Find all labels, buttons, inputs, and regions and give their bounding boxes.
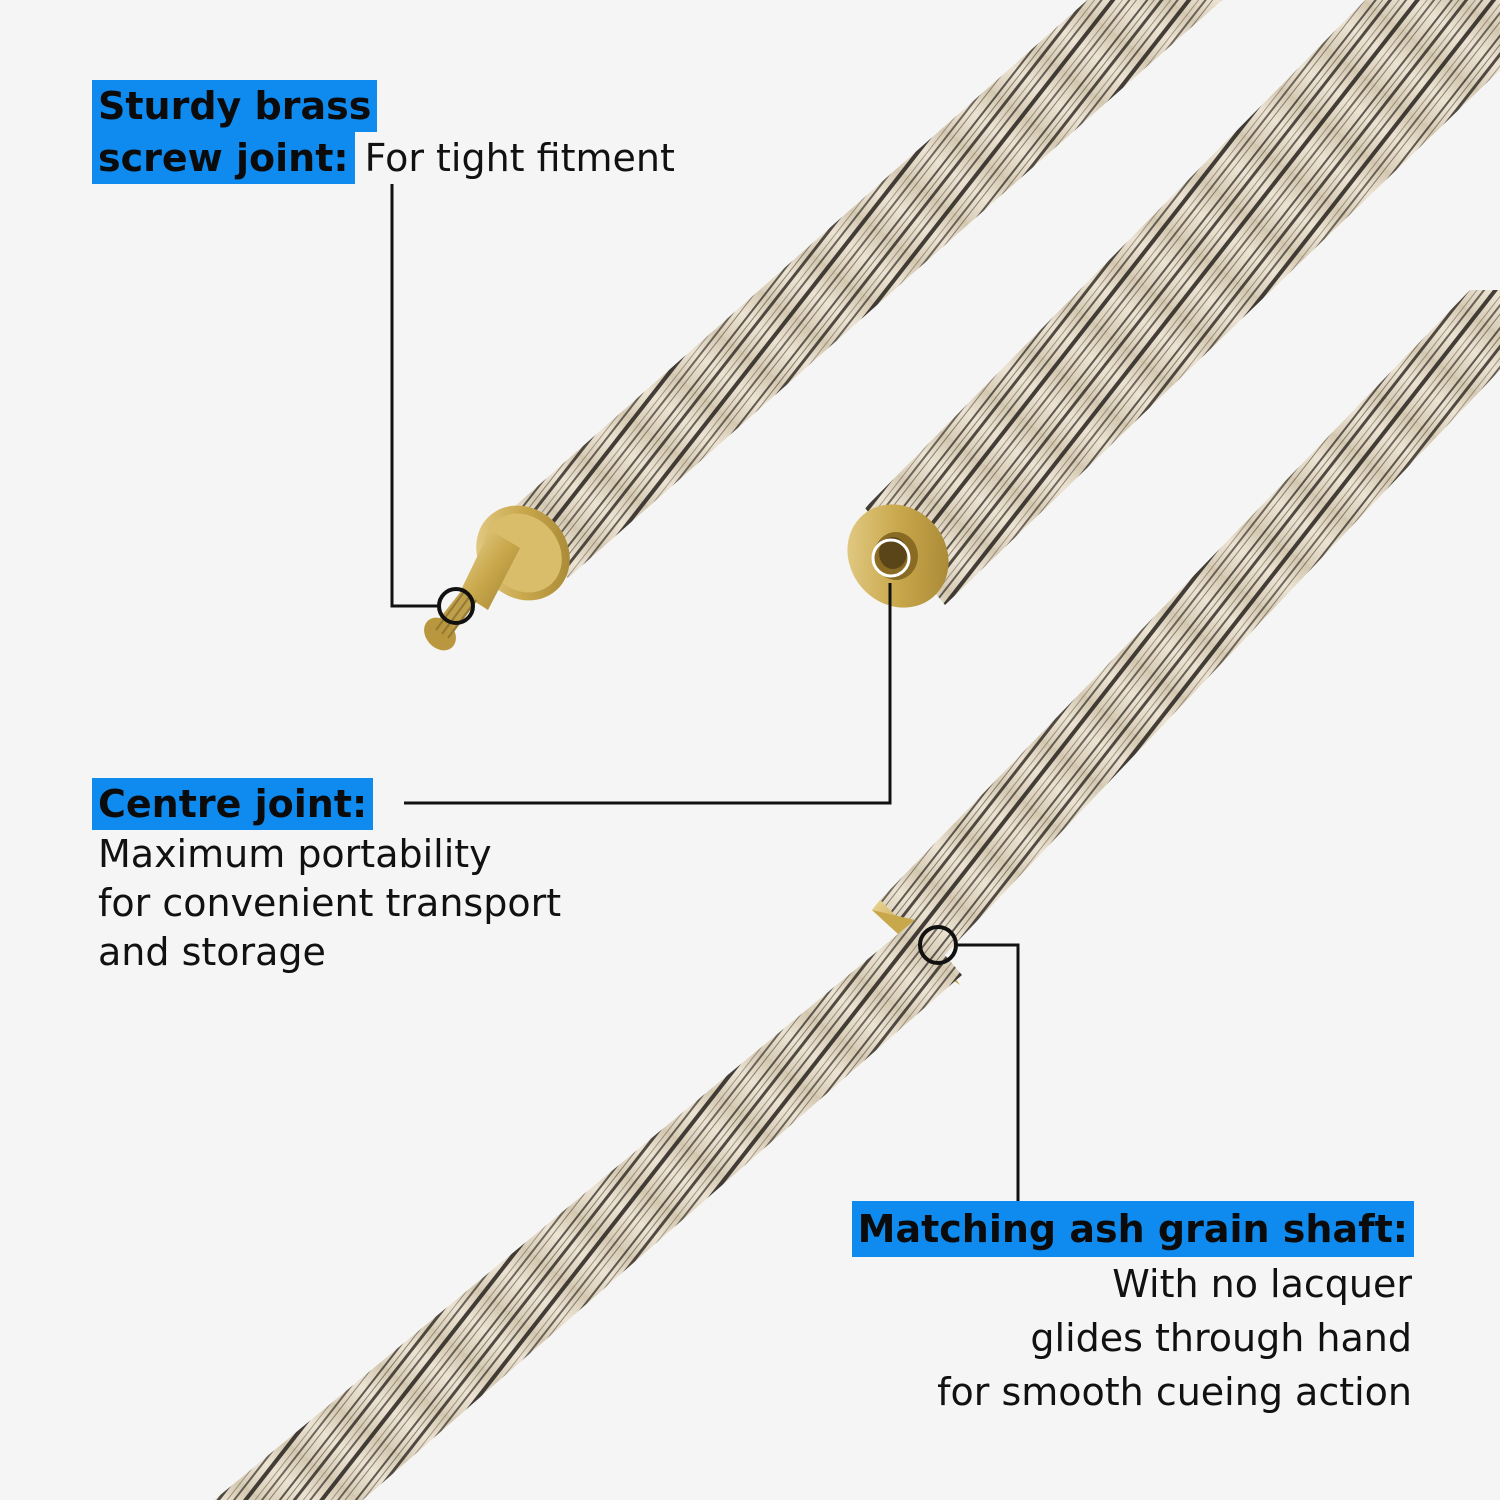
screw-joint-heading-line2: screw joint: — [92, 132, 355, 184]
callout-screw-joint: Sturdy brass screw joint:For tight fitme… — [92, 80, 675, 184]
leader-line-shaft — [918, 925, 1020, 1201]
socket-marker — [871, 538, 911, 578]
shaft-description-line2: glides through hand — [1030, 1316, 1412, 1360]
callout-centre-joint: Centre joint: Maximum portability for co… — [92, 778, 658, 977]
shaft-heading: Matching ash grain shaft: — [851, 1201, 1414, 1257]
screw-joint-heading-line1: Sturdy brass — [92, 80, 378, 132]
centre-joint-heading: Centre joint: — [92, 778, 374, 830]
butt-section-with-screw — [424, 0, 1223, 651]
screw-joint-description: For tight fitment — [364, 136, 675, 180]
leader-line-centre — [404, 583, 892, 805]
middle-section-with-socket — [847, 0, 1500, 608]
shaft-description-line1: With no lacquer — [1112, 1262, 1412, 1306]
centre-joint-description-line1: Maximum portability — [98, 832, 492, 876]
leader-line-screw — [390, 184, 475, 625]
centre-joint-description-line2: for convenient transport — [98, 881, 562, 925]
centre-joint-description-line3: and storage — [98, 930, 326, 974]
callout-ash-shaft: Matching ash grain shaft: With no lacque… — [851, 1201, 1414, 1419]
shaft-description-line3: for smooth cueing action — [937, 1370, 1412, 1414]
